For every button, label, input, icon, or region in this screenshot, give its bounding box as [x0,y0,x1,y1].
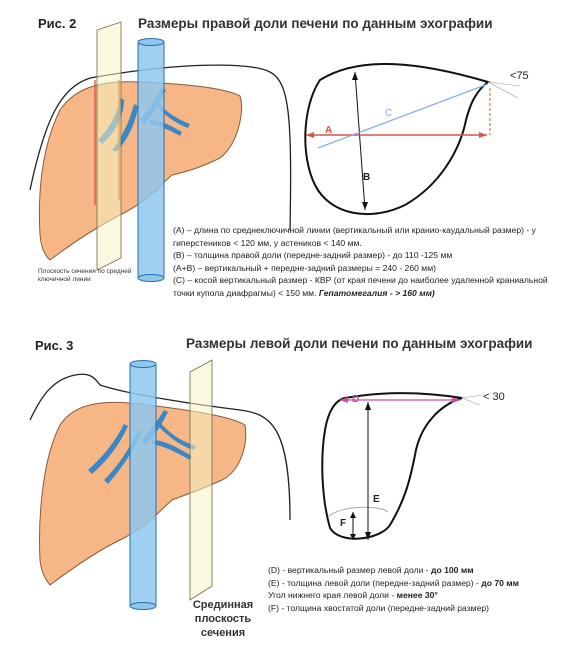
fig3-letter-f: F [340,518,347,529]
fig3-body-outline [29,373,291,521]
fig3-caudate-line [327,506,389,518]
fig2-title: Размеры правой доли печени по данным эхо… [138,16,493,31]
fig3-liver-illustration [29,359,291,610]
fig2-line-c [317,83,489,149]
fig2-note-c: (C) – косой вертикальный размер - КВР (о… [173,275,548,298]
fig3-angle-label: < 30 [483,391,505,403]
fig2-plane-label: Плоскость сечения по средней ключичной л… [38,268,132,283]
fig2-letter-c: C [385,108,393,119]
fig3-note-angle: Угол нижнего края левой доли - менее 30° [268,590,438,601]
fig3-note-f: (F) - толщина хвостатой доли (передне-за… [268,602,489,613]
fig2-line-b [354,71,366,211]
fig2-liver-illustration [29,21,292,282]
fig3-letter-e: E [373,494,380,505]
fig3-section-plane [189,359,213,601]
fig2-angle-label: <75 [510,70,529,82]
fig3-letter-d: D [352,394,360,405]
fig3-section-outline [321,392,463,540]
fig3-vena-cava [129,360,157,610]
fig2-note-ab: (A+B) – вертикальный + передне-задний ра… [173,262,436,273]
fig3-title: Размеры левой доли печени по данным эхог… [186,336,533,351]
fig2-section-plane [96,21,122,271]
fig3-note-e: (E) - толщина левой доли (передне-задний… [268,577,520,588]
fig3-plane-label: Срединная плоскость сечения [192,599,254,639]
fig2-note-a: (A) – длина по среднеключичной линии (ве… [173,225,536,248]
fig2-note-b: (B) – толщина правой доли (передне-задни… [173,250,453,261]
fig3-cross-section [321,392,483,540]
fig2-section-outline [304,62,491,216]
fig2-vena-cava [137,38,165,282]
fig3-notes: (D) - вертикальный размер левой доли - д… [268,564,568,614]
fig3-label: Рис. 3 [35,338,74,353]
fig2-body-outline [29,64,292,231]
fig2-cross-section [304,62,521,216]
fig2-letter-b: B [363,172,371,183]
fig2-letter-a: A [325,125,333,136]
fig2-note-emphasis: Гепатомегалия - > 160 мм) [318,287,435,298]
fig2-notes: (A) – длина по среднеключичной линии (ве… [173,224,553,300]
fig3-note-d: (D) - вертикальный размер левой доли - д… [268,565,474,575]
fig2-label: Рис. 2 [38,16,77,31]
